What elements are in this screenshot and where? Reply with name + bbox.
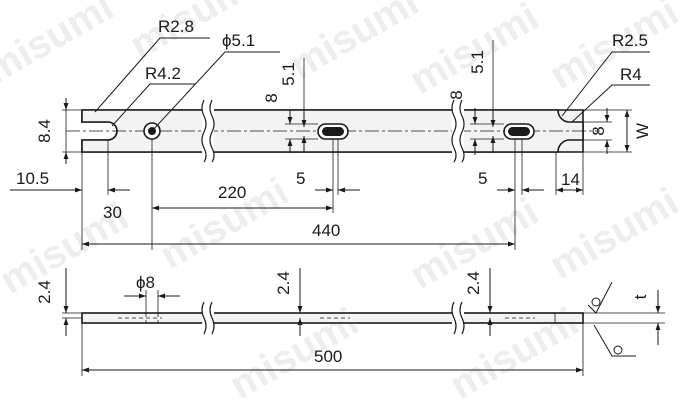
break-gap-left bbox=[202, 302, 214, 334]
break-line bbox=[201, 301, 207, 335]
break-line bbox=[459, 99, 465, 163]
label-r28: R2.8 bbox=[158, 17, 194, 36]
dim-width: W bbox=[633, 123, 652, 139]
dim-height-total: 8.4 bbox=[35, 119, 54, 143]
dim-slot-right-width: 5.1 bbox=[468, 50, 487, 74]
dim-slot-mid-width: 5.1 bbox=[279, 62, 298, 86]
dim-thickness-mid: 2.4 bbox=[274, 271, 293, 295]
side-view: 2.4 ϕ8 2.4 2.4 t 500 bbox=[35, 268, 665, 376]
surface-finish-circle bbox=[613, 345, 623, 355]
dim-right-end: 14 bbox=[561, 170, 580, 189]
surface-finish-circle bbox=[591, 297, 601, 307]
dim-left-offset: 10.5 bbox=[16, 169, 49, 188]
break-line bbox=[459, 301, 465, 335]
leader-r42 bbox=[111, 83, 195, 127]
dim-counterbore-dia: ϕ8 bbox=[136, 273, 155, 292]
watermark: misumi bbox=[0, 0, 121, 93]
break-line bbox=[451, 301, 457, 335]
slot-right-inner bbox=[508, 127, 530, 136]
dim-hole-position: 30 bbox=[103, 203, 122, 222]
top-view: 8.4 R2.8 R4.2 ϕ5.1 8 5.1 8 5.1 R2.5 bbox=[10, 17, 652, 250]
break-line bbox=[209, 99, 215, 163]
surface-finish-symbol bbox=[593, 324, 636, 357]
slot-middle-inner bbox=[322, 127, 344, 136]
dim-slot-length-right: 5 bbox=[478, 169, 487, 188]
dim-span: 440 bbox=[312, 221, 340, 240]
dim-slot-right-height: 8 bbox=[447, 90, 466, 99]
leader-r25 bbox=[561, 51, 650, 117]
surface-finish-symbol bbox=[587, 281, 613, 314]
break-line bbox=[201, 99, 207, 163]
break-line bbox=[451, 99, 457, 163]
dim-overall-length: 500 bbox=[314, 347, 342, 366]
dim-right-height: 8 bbox=[589, 126, 608, 135]
dim-pitch: 220 bbox=[218, 183, 246, 202]
break-line bbox=[209, 301, 215, 335]
break-gap-right bbox=[452, 302, 464, 334]
dim-thickness-right: 2.4 bbox=[464, 271, 483, 295]
dim-slot-mid-height: 8 bbox=[262, 93, 281, 102]
label-hole-dia: ϕ5.1 bbox=[222, 31, 255, 50]
dim-thickness-left: 2.4 bbox=[35, 280, 54, 304]
label-r42: R4.2 bbox=[145, 64, 181, 83]
dim-slot-length-mid: 5 bbox=[296, 169, 305, 188]
leader-r28 bbox=[94, 37, 210, 113]
label-r4: R4 bbox=[620, 65, 642, 84]
watermark: misumi bbox=[543, 180, 686, 288]
leader-hole bbox=[151, 51, 280, 132]
label-r25: R2.5 bbox=[612, 31, 648, 50]
dim-thickness: t bbox=[631, 294, 650, 299]
